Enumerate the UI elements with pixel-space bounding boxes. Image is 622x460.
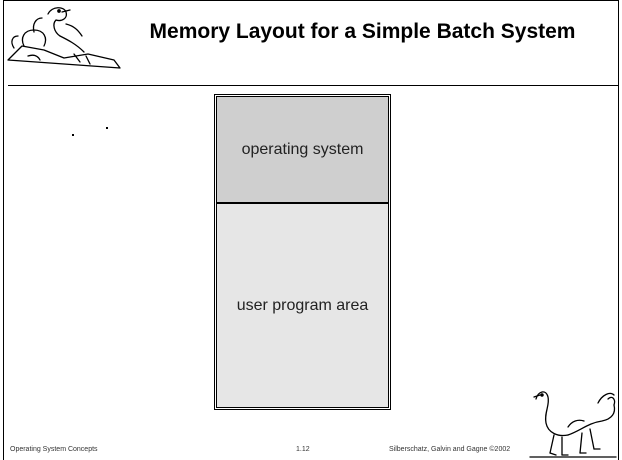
user-program-area-label: user program area xyxy=(236,296,369,314)
user-program-area-region: user program area xyxy=(217,204,388,407)
title-divider xyxy=(8,85,618,86)
footer-page-number: 1.12 xyxy=(296,446,310,453)
decorative-dot xyxy=(72,134,74,136)
slide-title: Memory Layout for a Simple Batch System xyxy=(149,20,576,43)
dinosaur-logo-bottom-icon xyxy=(529,391,617,458)
footer-book-title: Operating System Concepts xyxy=(10,446,98,453)
memory-layout-diagram: operating system user program area xyxy=(214,94,391,410)
slide-frame-top xyxy=(3,0,619,1)
dinosaur-logo-top-icon xyxy=(7,7,121,69)
operating-system-label: operating system xyxy=(241,140,364,158)
decorative-dot xyxy=(106,127,108,129)
slide-frame-left xyxy=(3,0,4,460)
footer-authors: Silberschatz, Galvin and Gagne ©2002 xyxy=(389,446,511,453)
slide-frame-right xyxy=(618,0,619,460)
operating-system-region: operating system xyxy=(217,97,388,204)
